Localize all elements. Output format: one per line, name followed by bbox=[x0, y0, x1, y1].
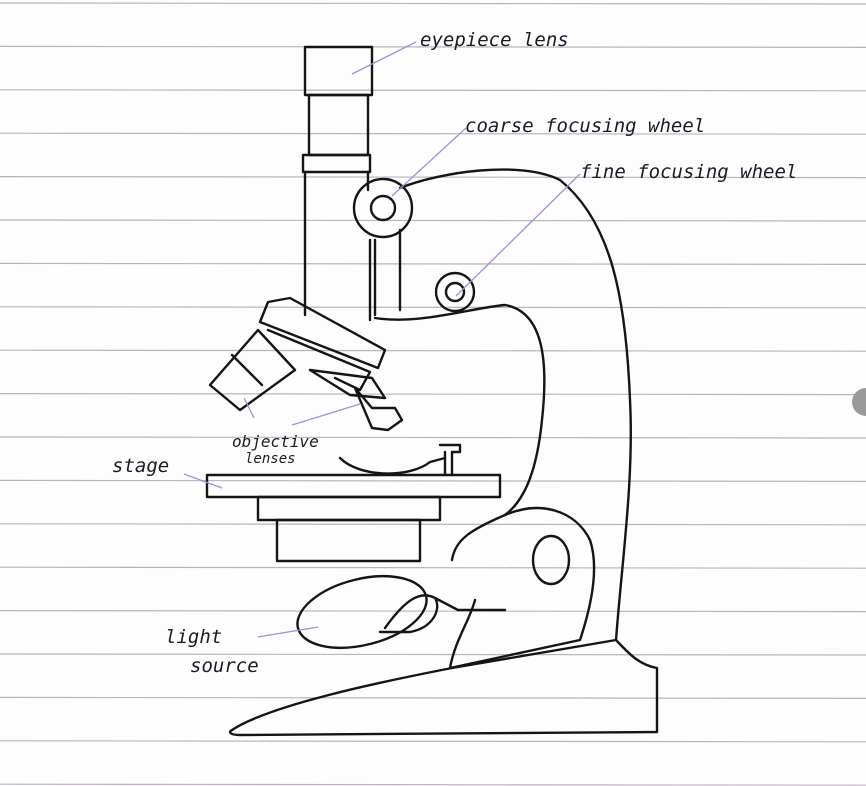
eyepiece bbox=[303, 45, 374, 97]
label-lenses: lenses bbox=[245, 451, 296, 467]
pillar bbox=[448, 507, 596, 670]
ruled-line bbox=[0, 262, 866, 265]
ruled-line bbox=[0, 393, 866, 396]
ruled-line bbox=[0, 45, 866, 49]
ruled-line bbox=[0, 740, 866, 743]
ruled-line bbox=[0, 219, 866, 222]
label-fine-focusing-wheel: fine focusing wheel bbox=[580, 161, 797, 183]
objective-right bbox=[308, 368, 404, 432]
ruled-line bbox=[0, 306, 866, 309]
ruled-line bbox=[0, 653, 866, 656]
binder-hole bbox=[852, 388, 866, 416]
nosepiece bbox=[258, 296, 387, 370]
ruled-line bbox=[0, 566, 866, 569]
leader-lines bbox=[183, 41, 581, 638]
condenser bbox=[275, 518, 422, 563]
ruled-line bbox=[0, 349, 866, 352]
stage-platform bbox=[205, 473, 502, 499]
ruled-line bbox=[0, 696, 866, 700]
ruled-line bbox=[0, 523, 866, 526]
label-eyepiece-lens: eyepiece lens bbox=[420, 29, 569, 51]
microscope-drawing bbox=[205, 45, 659, 737]
ruled-line bbox=[0, 479, 866, 482]
ruled-line bbox=[0, 783, 866, 786]
objective-left bbox=[208, 328, 297, 412]
label-stage: stage bbox=[112, 455, 169, 477]
label-light: light bbox=[165, 626, 222, 648]
fine-wheel bbox=[434, 271, 476, 313]
ruled-line bbox=[0, 2, 866, 5]
base bbox=[228, 638, 659, 737]
arm bbox=[398, 168, 632, 642]
arm-inner bbox=[373, 303, 546, 562]
mirror bbox=[296, 575, 428, 649]
label-objective: objective bbox=[232, 432, 319, 451]
ruled-line bbox=[0, 436, 866, 439]
ruled-line bbox=[0, 609, 866, 613]
ruled-line bbox=[0, 89, 866, 92]
pillar-hole bbox=[531, 534, 571, 586]
label-coarse-focusing-wheel: coarse focusing wheel bbox=[465, 115, 705, 137]
ruled-line bbox=[0, 132, 866, 135]
coarse-wheel bbox=[352, 177, 414, 239]
label-source: source bbox=[190, 655, 259, 677]
